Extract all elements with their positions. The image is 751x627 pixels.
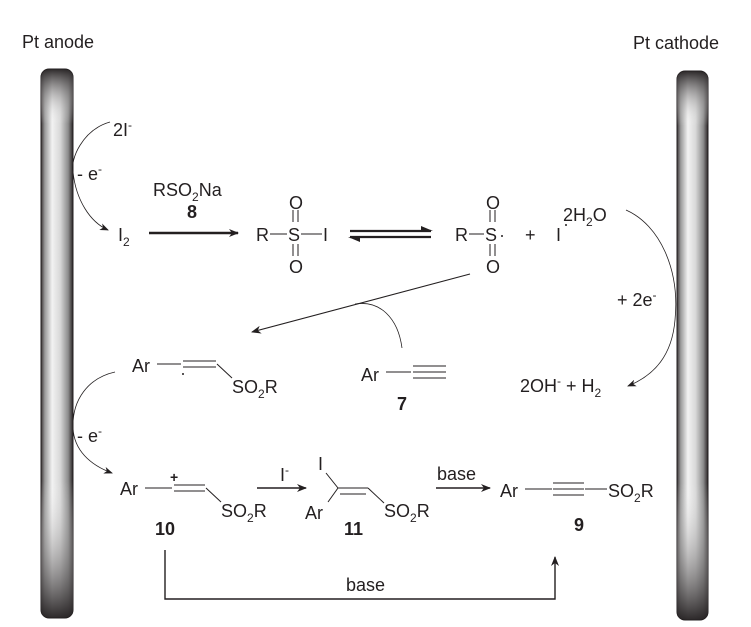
iodide-reagent: I-: [280, 463, 289, 485]
anode-electron-loss-bottom: - e-: [77, 424, 102, 446]
svg-text:Ar: Ar: [500, 481, 518, 501]
compound-number-8: 8: [187, 202, 197, 222]
radical-addition-arrow: [251, 273, 471, 334]
anode-electron-loss-top: - e-: [77, 162, 102, 184]
equilibrium-arrows: [348, 226, 433, 242]
vinyl-iodide-sulfonyl: SO2R: [384, 501, 430, 525]
svg-text:Ar: Ar: [132, 356, 150, 376]
water-reactant: 2H2O: [563, 205, 607, 229]
svg-text:S: S: [288, 225, 300, 245]
direct-elimination-arrow: [164, 550, 559, 600]
bypass-base-reagent: base: [346, 575, 385, 595]
vinyl-iodide-11: I Ar SO2R 11: [305, 454, 430, 539]
alkynyl-sulfone-sulfonyl: SO2R: [608, 481, 654, 505]
anode-label: Pt anode: [22, 32, 94, 52]
svg-text:R: R: [455, 225, 468, 245]
svg-text:O: O: [289, 257, 303, 277]
svg-text:R: R: [256, 225, 269, 245]
plus-sign: +: [525, 225, 536, 245]
anode-oxidation-arrow: [72, 121, 111, 231]
iodine-product: I2: [118, 225, 130, 249]
base-reagent: base: [437, 464, 476, 484]
svg-text:Ar: Ar: [120, 479, 138, 499]
iodide-reactant: 2I-: [113, 118, 132, 140]
iodine-radical: I: [556, 225, 561, 245]
svg-text:O: O: [486, 193, 500, 213]
compound-number-9: 9: [574, 515, 584, 535]
sulfonyl-iodide: R S I O O: [256, 193, 328, 277]
vinyl-radical: Ar SO2R: [132, 356, 278, 401]
vinyl-cation-sulfonyl: SO2R: [221, 501, 267, 525]
svg-text:I: I: [323, 225, 328, 245]
vinyl-radical-sulfonyl: SO2R: [232, 377, 278, 401]
sulfonyl-radical: R S O O: [455, 193, 503, 277]
anode-electrode: [40, 68, 74, 619]
svg-text:O: O: [289, 193, 303, 213]
svg-text:I: I: [318, 454, 323, 474]
vinyl-cation-10: Ar + SO2R 10: [120, 469, 267, 539]
alkynyl-sulfone-9: Ar SO2R 9: [500, 481, 654, 535]
radical-dot: [565, 224, 567, 226]
svg-text:S: S: [485, 225, 497, 245]
cathode-reduction-arrow: [625, 209, 677, 387]
svg-text:Ar: Ar: [361, 365, 379, 385]
sulfinate-reagent: RSO2Na: [153, 180, 223, 204]
alkyne-7: Ar 7: [361, 365, 446, 414]
anode-oxidation-arrow-bottom: [72, 371, 116, 474]
svg-text:Ar: Ar: [305, 503, 323, 523]
alkyne-join-curve: [354, 303, 403, 349]
cation-charge: +: [170, 469, 178, 485]
cathode-electrons: + 2e-: [617, 288, 657, 310]
cathode-label: Pt cathode: [633, 33, 719, 53]
svg-text:O: O: [486, 257, 500, 277]
compound-number-7: 7: [397, 394, 407, 414]
compound-number-11: 11: [344, 519, 363, 539]
cathode-products: 2OH- + H2: [520, 374, 602, 400]
cathode-electrode: [676, 70, 709, 621]
compound-number-10: 10: [155, 519, 175, 539]
